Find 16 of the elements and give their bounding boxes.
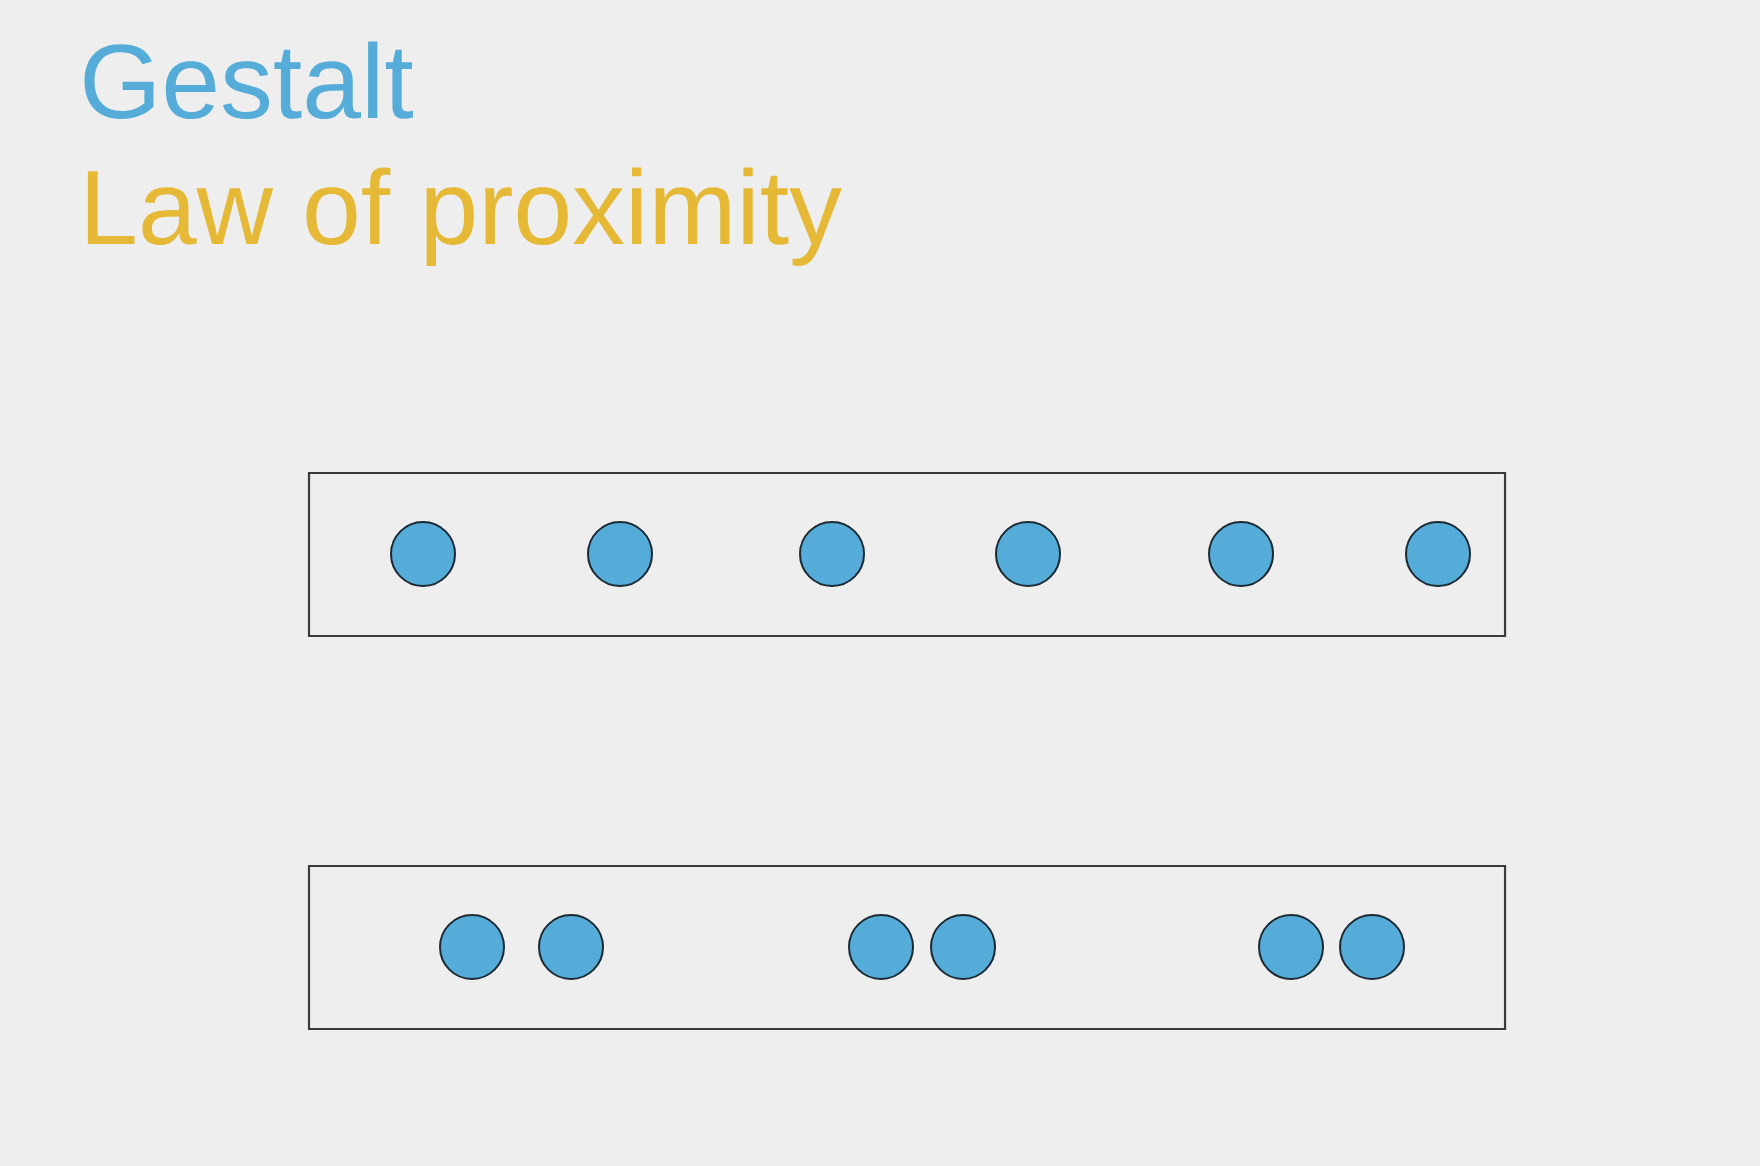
dot: [1258, 914, 1324, 980]
rectangle-frame: [307, 864, 1507, 1031]
dot: [587, 521, 653, 587]
dot: [439, 914, 505, 980]
dot: [848, 914, 914, 980]
dot: [538, 914, 604, 980]
title: Gestalt: [84, 41, 413, 120]
dot: [995, 521, 1061, 587]
dot: [930, 914, 996, 980]
subtitle: Law of proximity: [87, 167, 842, 266]
dot: [1208, 521, 1274, 587]
rectangle-frame: [307, 471, 1507, 638]
dot: [1339, 914, 1405, 980]
dot: [799, 521, 865, 587]
dot: [1405, 521, 1471, 587]
dot: [390, 521, 456, 587]
